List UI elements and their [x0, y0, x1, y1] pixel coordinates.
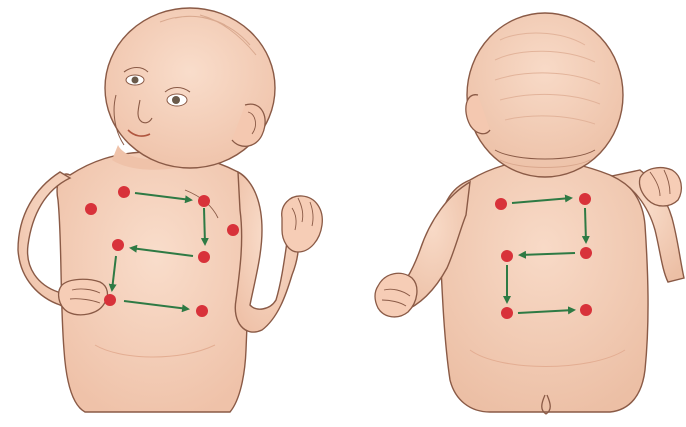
front-lateral-point-right: [227, 224, 239, 236]
front-arrow-2: [204, 208, 205, 244]
front-point-4: [112, 239, 124, 251]
back-point-5: [501, 307, 513, 319]
back-point-1: [495, 198, 507, 210]
front-lateral-point-left: [85, 203, 97, 215]
back-point-6: [580, 304, 592, 316]
back-head: [467, 13, 623, 177]
baby-back-view: [375, 13, 684, 414]
back-point-4: [501, 250, 513, 262]
back-point-2: [579, 193, 591, 205]
back-point-3: [580, 247, 592, 259]
back-arrow-2: [585, 208, 586, 242]
front-right-hand: [282, 196, 323, 252]
front-right-arm: [235, 172, 298, 332]
back-left-hand: [375, 273, 417, 317]
baby-front-view: [18, 8, 322, 412]
front-point-5: [104, 294, 116, 306]
front-point-3: [198, 251, 210, 263]
back-torso: [440, 160, 648, 412]
front-point-1: [118, 186, 130, 198]
front-point-6: [196, 305, 208, 317]
front-point-2: [198, 195, 210, 207]
